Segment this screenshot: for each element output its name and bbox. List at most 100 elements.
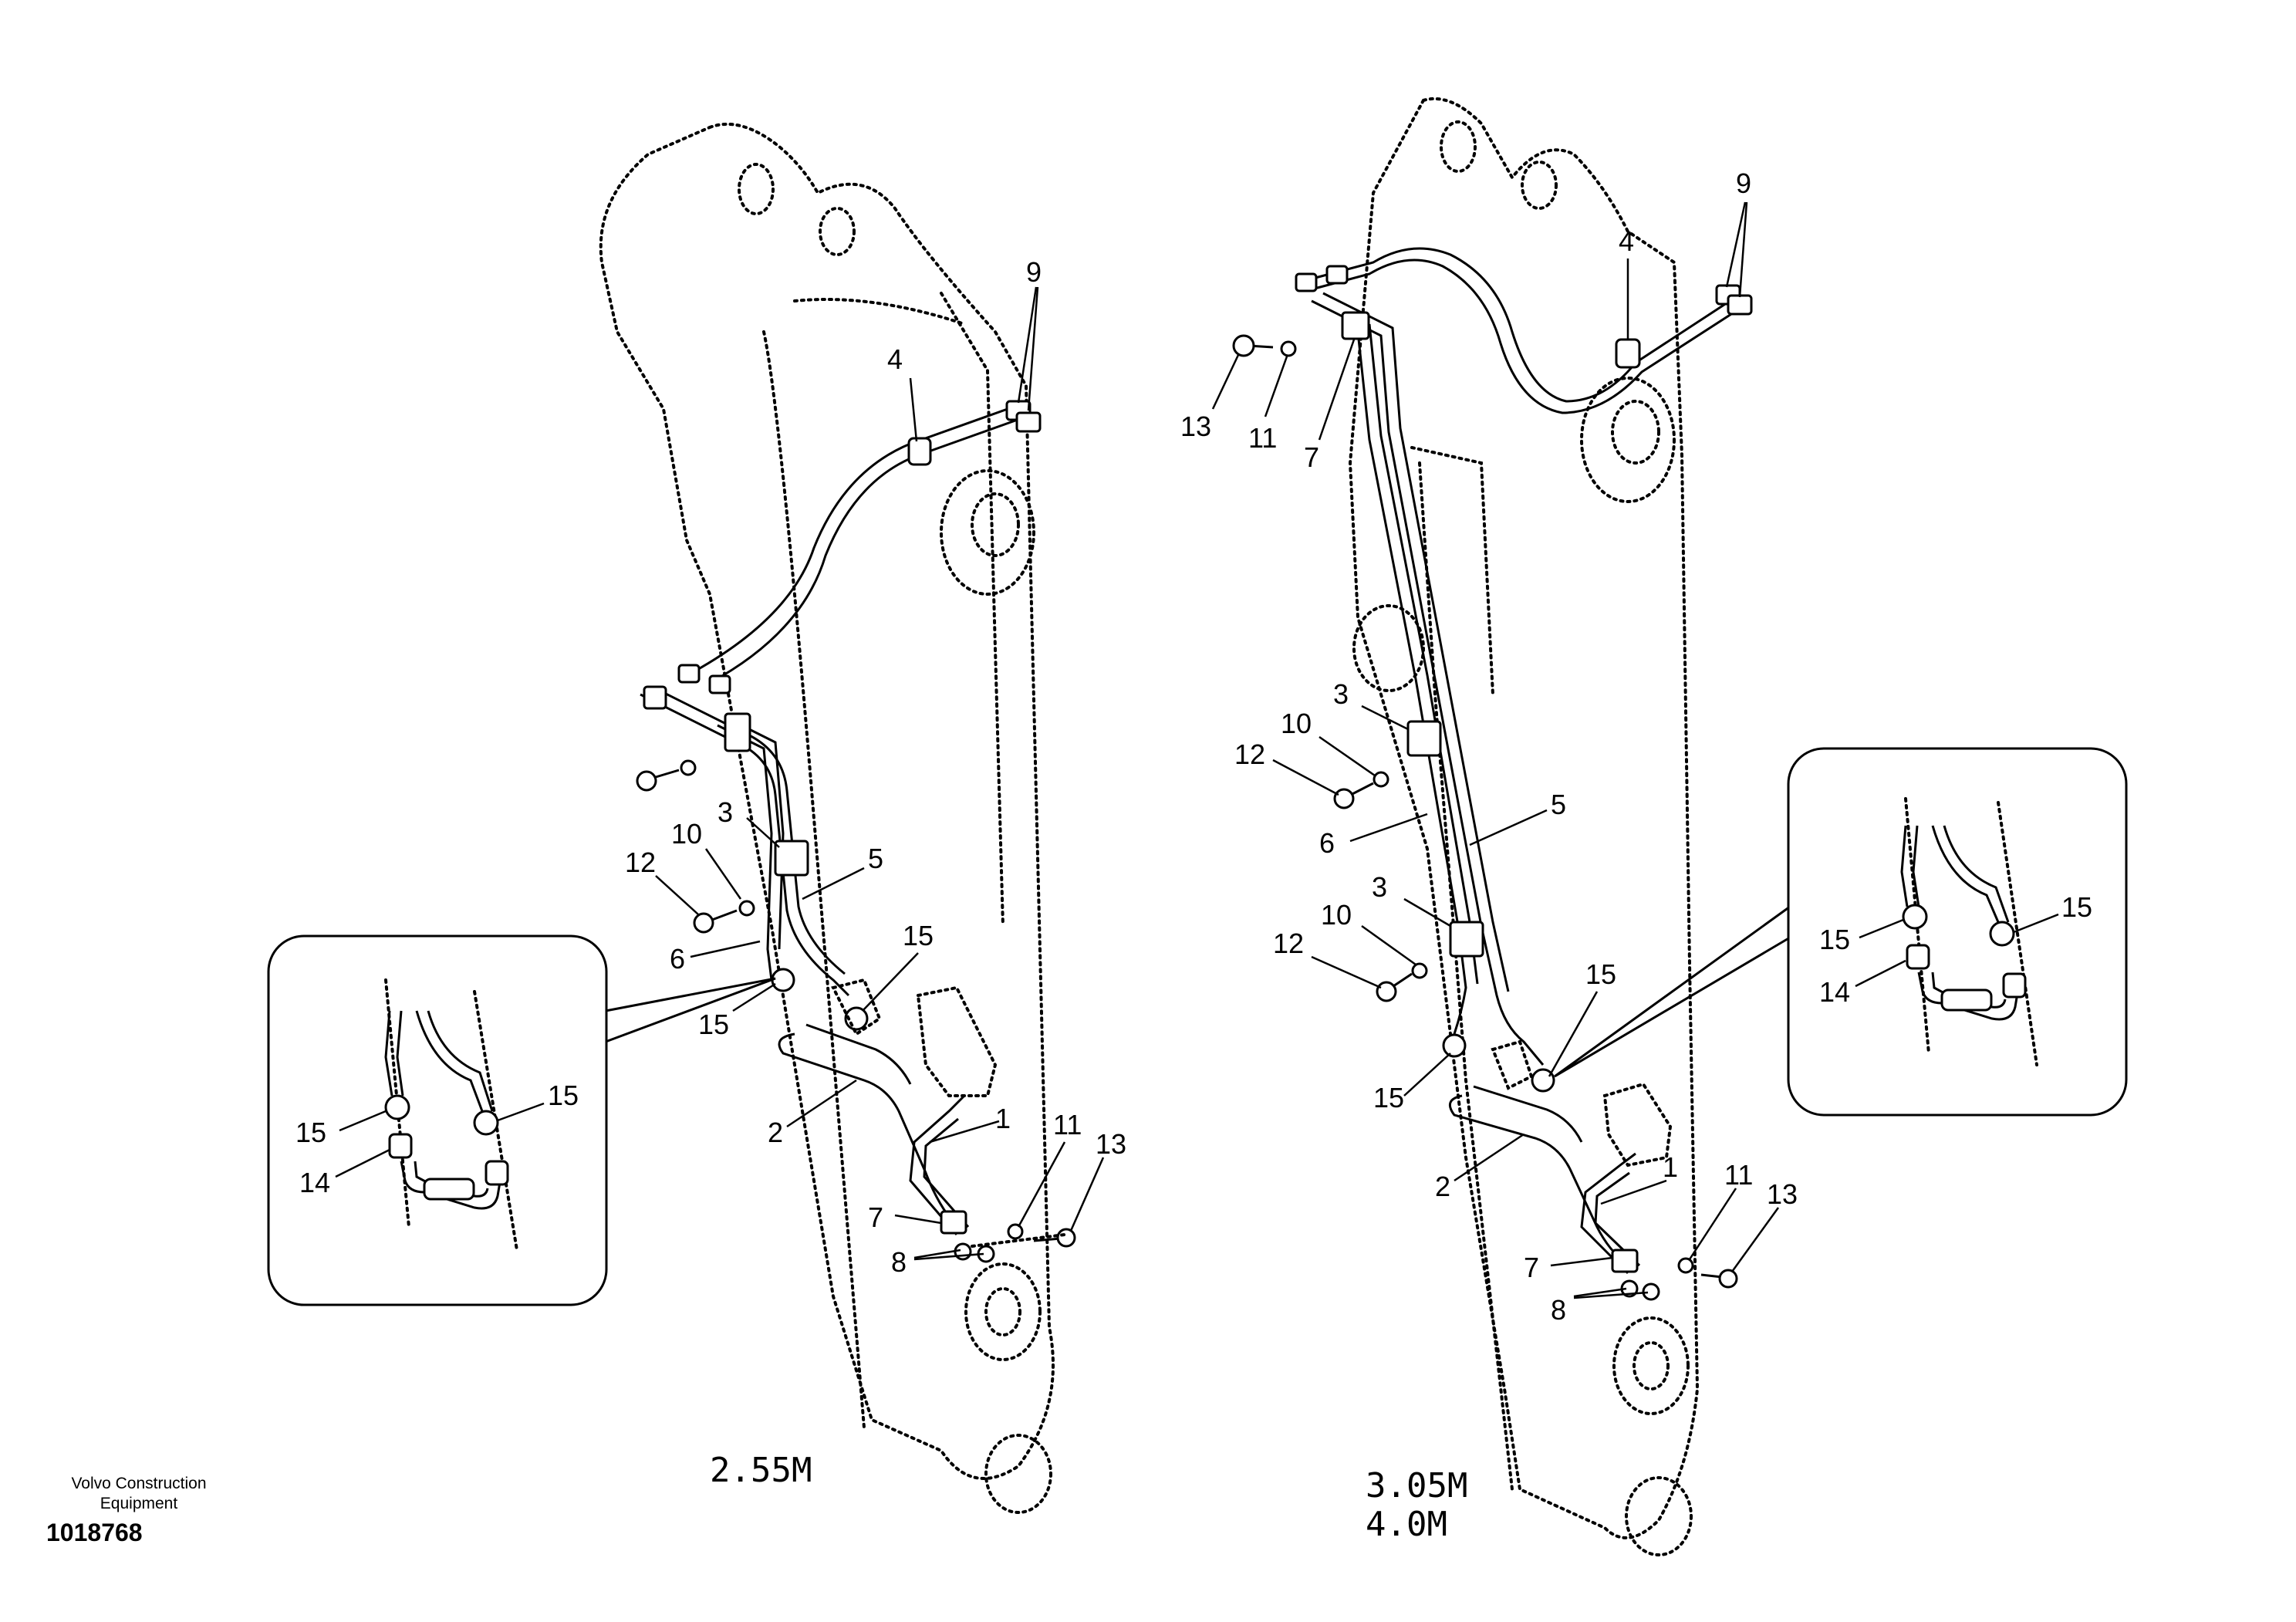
right-leader-15a	[1403, 1053, 1451, 1097]
left-hose-4a	[709, 415, 1027, 684]
left-leader-2	[786, 1079, 857, 1128]
left-valve-block-b	[831, 978, 882, 1036]
right-top-washer-11	[1280, 340, 1297, 357]
right-inset-leader-14	[1855, 959, 1906, 988]
right-leader-5	[1469, 809, 1548, 846]
left-washer-11	[1007, 1223, 1024, 1240]
right-leader-9a	[1725, 201, 1747, 288]
right-top-pin-hole-a	[1440, 120, 1477, 173]
left-arm-view: 9 4 3 10 12 5 6 15 15 2 1 11 13 7 8 2.55…	[599, 122, 1126, 1514]
left-pipe-5-parallel	[651, 685, 846, 975]
right-inset-leader-15b	[2013, 913, 2059, 934]
right-mid-pin-hole	[1611, 400, 1660, 465]
right-pipe-2	[1448, 1094, 1629, 1267]
left-view-caption: 2.55M	[710, 1451, 812, 1490]
right-callout-15b: 15	[1585, 958, 1616, 990]
right-leader-8b	[1573, 1291, 1649, 1299]
right-bolt-13b	[1700, 1273, 1723, 1279]
right-callout-1: 1	[1663, 1151, 1678, 1183]
right-fitting-15a	[1442, 1033, 1467, 1058]
left-inset-pipe-left-b	[396, 1010, 404, 1097]
right-callout-11a: 11	[1248, 422, 1277, 454]
left-inset-leader-15b	[497, 1102, 545, 1122]
right-valve-block	[1602, 1082, 1673, 1168]
left-callout-6: 6	[670, 943, 685, 975]
left-callout-1: 1	[995, 1103, 1011, 1134]
right-bolt-12a-head	[1333, 788, 1355, 809]
left-bolt-13	[1033, 1237, 1062, 1242]
right-callout-13a: 13	[1180, 411, 1211, 442]
right-pipe-1-parallel	[1594, 1171, 1641, 1267]
left-inset-elbow-top-fitting	[388, 1133, 413, 1159]
left-leader-4	[909, 377, 918, 442]
right-leader-7b	[1550, 1256, 1613, 1267]
right-inset-callout-15b: 15	[2061, 891, 2092, 923]
left-arm-outline	[599, 122, 1055, 1480]
right-leader-1	[1600, 1179, 1667, 1205]
right-aux-boss	[1352, 604, 1425, 692]
right-hose-end-fitting-9b	[1727, 294, 1753, 316]
right-leader-6	[1349, 813, 1428, 843]
right-pipe-bracket-top	[1341, 311, 1370, 340]
left-nut-8a	[954, 1242, 972, 1261]
right-inset-box	[1787, 747, 2128, 1117]
left-inset-callout-14: 14	[299, 1167, 330, 1198]
right-inset-arm-edge-b	[1997, 801, 2038, 1066]
left-leader-11	[1017, 1141, 1066, 1228]
left-inset-box	[267, 934, 608, 1306]
left-top-pin-hole-a	[738, 163, 775, 215]
left-mid-pin-boss	[940, 469, 1035, 596]
right-pipe-5-parallel	[1322, 292, 1510, 992]
left-inset-pipe-right-b	[427, 1010, 494, 1112]
right-callout-12a: 12	[1234, 738, 1265, 770]
right-hose-upper-fitting-b	[1325, 265, 1349, 285]
right-low-pin-boss	[1612, 1316, 1690, 1415]
left-inset-callout-15a: 15	[295, 1117, 326, 1148]
right-inset-leader-15a	[1859, 918, 1904, 939]
left-pipe-2	[778, 1032, 958, 1228]
right-view-caption-1: 3.05M	[1366, 1466, 1467, 1505]
right-callout-10a: 10	[1281, 708, 1312, 739]
right-washer-10b	[1411, 962, 1428, 979]
left-leader-9b	[1027, 286, 1039, 411]
right-callout-3b: 3	[1372, 871, 1387, 903]
right-callout-11b: 11	[1724, 1159, 1753, 1191]
left-pipe-clamp-3	[774, 840, 809, 877]
left-leader-12	[655, 875, 699, 915]
right-inset-pipe-right-b	[1943, 825, 2010, 923]
right-inset-callout-15a: 15	[1819, 924, 1850, 955]
right-leader-11a	[1264, 356, 1288, 417]
right-bolt-12b-head	[1376, 981, 1397, 1002]
left-bolt-12-head	[693, 912, 714, 934]
right-inset-pipe-right	[1931, 825, 2000, 923]
right-callout-15a: 15	[1373, 1082, 1404, 1113]
left-callout-13: 13	[1096, 1128, 1126, 1160]
left-inset-fitting-15a	[384, 1094, 410, 1120]
left-leader-8b	[913, 1252, 984, 1261]
right-leader-10b	[1361, 924, 1416, 966]
left-leader-13	[1069, 1157, 1105, 1232]
footer-document-number: 1018768	[46, 1519, 143, 1546]
left-low-pin-boss	[964, 1262, 1042, 1361]
right-washer-10a	[1373, 771, 1389, 788]
right-leader-9b	[1738, 201, 1748, 298]
left-inset-pipe-left	[384, 1010, 393, 1097]
right-arm-inner-line	[1418, 461, 1514, 1491]
right-inset-callout-14: 14	[1819, 976, 1850, 1008]
right-detail-inset: 15 15 14	[1554, 747, 2128, 1117]
left-washer-10	[738, 900, 755, 917]
left-callout-12: 12	[625, 846, 656, 878]
right-arm-outline	[1348, 97, 1700, 1539]
left-callout-15b: 15	[903, 920, 934, 951]
right-leader-11b	[1688, 1188, 1737, 1260]
left-low-pin-hole	[984, 1287, 1021, 1336]
right-arm-view: 9 4 13 11 7 3 10 12 5 6 3 10 12 15 15 2 …	[1180, 97, 1798, 1556]
left-bolt-axis-line	[971, 1233, 1066, 1248]
left-pipe-5	[640, 693, 850, 997]
left-callout-15a: 15	[698, 1009, 729, 1040]
right-low-pin-hole	[1633, 1341, 1670, 1391]
left-arm-top-edge	[793, 298, 966, 326]
right-callout-7a: 7	[1304, 441, 1319, 473]
left-inset-hose-sleeve	[423, 1178, 475, 1201]
right-valve-block-b	[1491, 1039, 1534, 1090]
